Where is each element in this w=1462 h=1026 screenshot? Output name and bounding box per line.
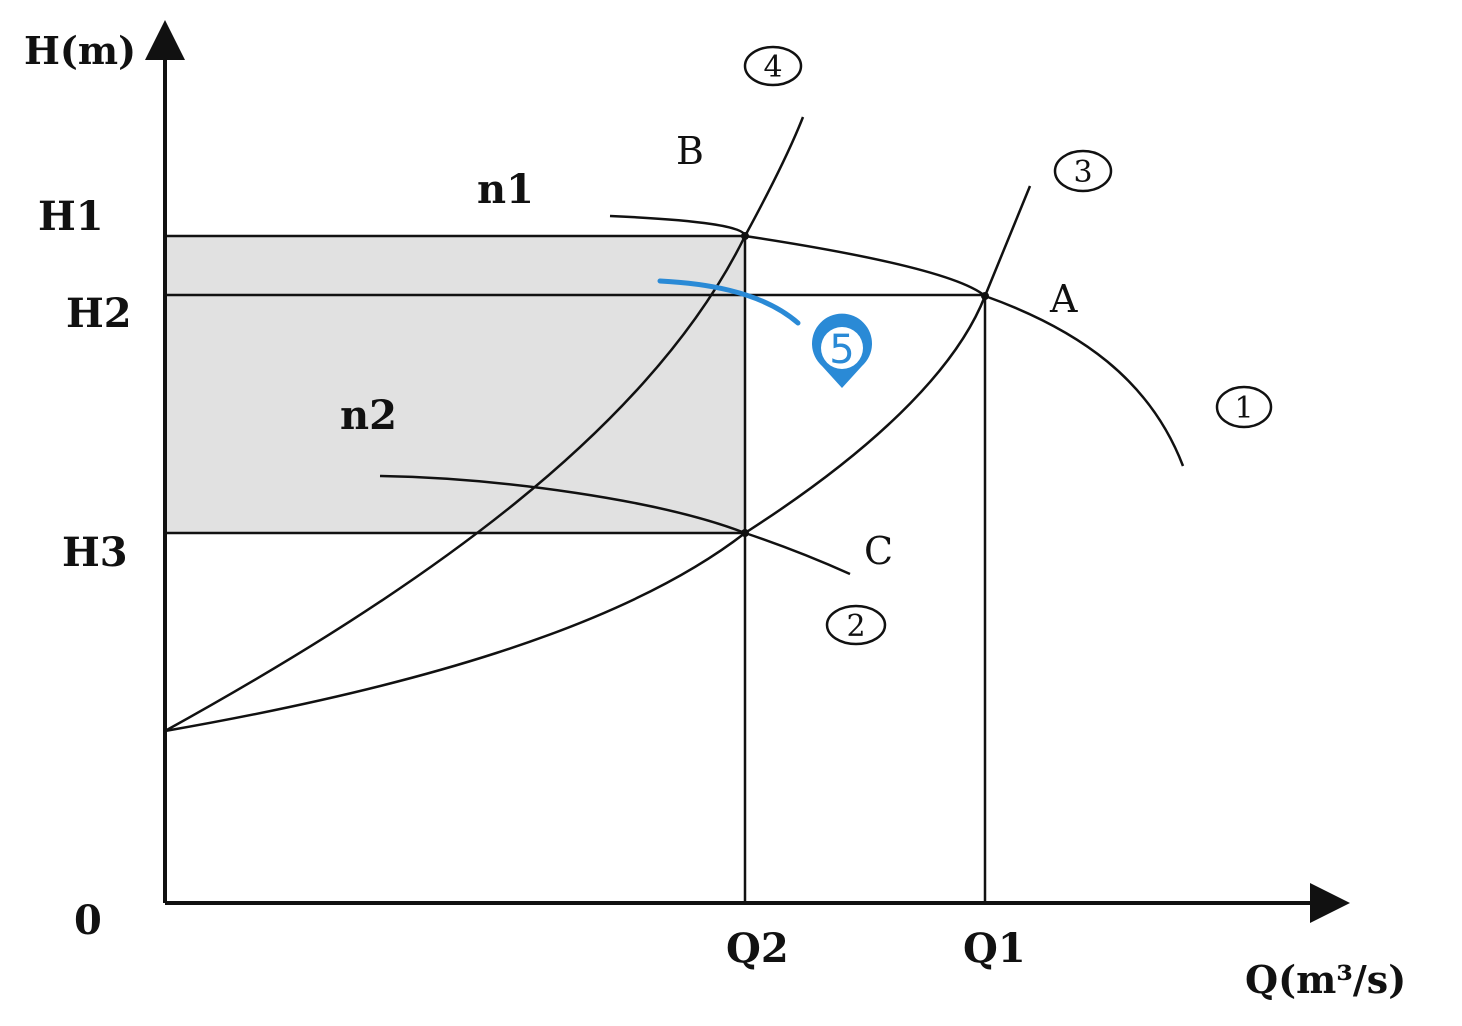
curve-2-pump-n2 bbox=[379, 474, 851, 576]
origin-label: 0 bbox=[74, 897, 102, 944]
x-axis-title: Q(m³/s) bbox=[1245, 957, 1406, 1002]
point-a-marker bbox=[981, 292, 989, 300]
q1-tick-label: Q1 bbox=[963, 925, 1026, 972]
point-a-label: A bbox=[1049, 277, 1078, 321]
n1-label: n1 bbox=[477, 166, 534, 213]
callout-label: 5 bbox=[829, 327, 854, 373]
callout-leader-line bbox=[657, 278, 801, 326]
svg-text:3: 3 bbox=[1073, 155, 1092, 190]
n2-label: n2 bbox=[340, 392, 397, 439]
q2-tick-label: Q2 bbox=[726, 925, 789, 972]
h1-tick-label: H1 bbox=[38, 193, 104, 240]
h2-tick-label: H2 bbox=[66, 290, 132, 337]
shaded-region bbox=[165, 236, 745, 533]
y-axis-title: H(m) bbox=[24, 28, 136, 73]
curve-1-pump-n1 bbox=[609, 214, 1185, 467]
curve-number-2: 2 bbox=[825, 604, 887, 646]
point-c-label: C bbox=[864, 529, 893, 573]
svg-text:1: 1 bbox=[1234, 391, 1253, 426]
point-c-marker bbox=[741, 529, 749, 537]
curve-3-system bbox=[164, 185, 1032, 733]
curve-4-throttled-system bbox=[164, 116, 805, 733]
curve-number-3: 3 bbox=[1053, 149, 1113, 193]
svg-text:2: 2 bbox=[846, 609, 865, 644]
point-b-marker bbox=[741, 232, 749, 240]
curve-number-4: 4 bbox=[743, 45, 803, 87]
curve-number-1: 1 bbox=[1215, 385, 1273, 429]
h3-tick-label: H3 bbox=[62, 529, 128, 576]
point-b-label: B bbox=[676, 129, 704, 173]
svg-text:4: 4 bbox=[763, 50, 782, 85]
callout-5: 5 bbox=[657, 278, 872, 388]
